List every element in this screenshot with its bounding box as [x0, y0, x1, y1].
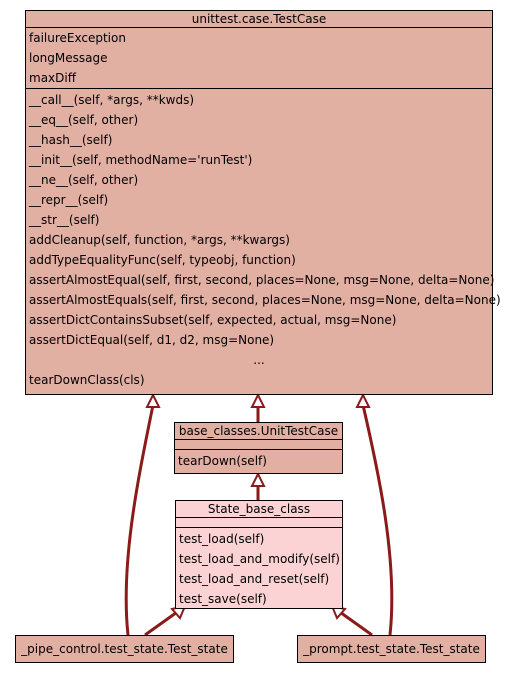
class-title: unittest.case.TestCase: [26, 11, 492, 28]
method: test_save(self): [179, 592, 267, 606]
class-pipe-test-state[interactable]: _pipe_control.test_state.Test_state: [15, 635, 234, 663]
class-unittestcase[interactable]: base_classes.UnitTestCase tearDown(self): [174, 422, 343, 474]
attributes-section: failureException longMessage maxDiff: [26, 28, 492, 89]
method: test_load_and_modify(self): [179, 552, 340, 566]
method: test_load_and_reset(self): [179, 572, 330, 586]
method: assertAlmostEquals(self, first, second, …: [29, 293, 501, 307]
class-title: base_classes.UnitTestCase: [175, 423, 342, 440]
method: tearDownClass(cls): [29, 373, 145, 387]
edge-prompt-state-to-statebase: [336, 608, 373, 637]
attribute: failureException: [29, 31, 126, 45]
class-title: State_base_class: [176, 501, 342, 518]
method: assertDictEqual(self, d1, d2, msg=None): [29, 333, 275, 347]
class-title: _pipe_control.test_state.Test_state: [21, 642, 228, 656]
class-state-base[interactable]: State_base_class test_load(self) test_lo…: [175, 500, 343, 609]
method: __init__(self, methodName='runTest'): [29, 153, 253, 167]
arrowhead-testcase-left: [145, 392, 161, 408]
method: __ne__(self, other): [29, 173, 139, 187]
methods-section: tearDown(self): [175, 450, 342, 471]
class-testcase[interactable]: unittest.case.TestCase failureException …: [25, 10, 501, 395]
edge-pipe-state-to-statebase: [144, 608, 181, 637]
methods-section: test_load(self) test_load_and_modify(sel…: [176, 528, 342, 609]
method: __str__(self): [29, 213, 100, 227]
class-title: _prompt.test_state.Test_state: [303, 642, 480, 656]
method: addCleanup(self, function, *args, **kwar…: [29, 233, 290, 247]
method: assertAlmostEqual(self, first, second, p…: [29, 273, 495, 287]
method: __call__(self, *args, **kwds): [29, 93, 195, 107]
arrowhead-testcase-mid: [250, 392, 266, 408]
attributes-section: [176, 518, 342, 528]
class-prompt-test-state[interactable]: _prompt.test_state.Test_state: [297, 635, 486, 663]
arrowhead-unittestcase: [250, 471, 266, 487]
edge-prompt-state-to-testcase: [361, 404, 394, 636]
method: assertDictContainsSubset(self, expected,…: [29, 313, 397, 327]
method: addTypeEqualityFunc(self, typeobj, funct…: [29, 253, 296, 267]
method: __eq__(self, other): [29, 113, 139, 127]
attribute: maxDiff: [29, 71, 76, 85]
arrowhead-testcase-right: [355, 392, 371, 408]
method: __repr__(self): [29, 193, 109, 207]
attribute: longMessage: [29, 51, 108, 65]
method: __hash__(self): [29, 133, 113, 147]
ellipsis: ...: [253, 353, 265, 367]
method: tearDown(self): [178, 454, 267, 468]
attributes-section: [175, 440, 342, 450]
method: test_load(self): [179, 532, 265, 546]
methods-section: __call__(self, *args, **kwds) __eq__(sel…: [26, 89, 501, 390]
edge-pipe-state-to-testcase: [124, 404, 155, 636]
